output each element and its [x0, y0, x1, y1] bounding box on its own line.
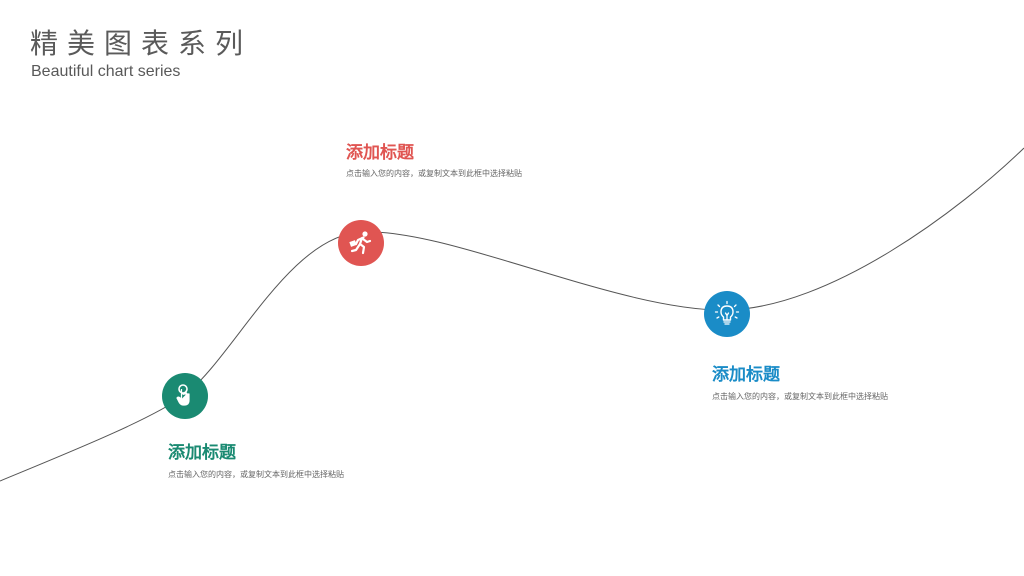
step-3-description: 点击输入您的内容，或复制文本到此框中选择粘贴 [712, 392, 888, 401]
lightbulb-icon [714, 300, 740, 325]
step-3-node [704, 291, 750, 337]
page-subtitle: Beautiful chart series [31, 63, 181, 80]
step-1-heading: 添加标题 [168, 443, 236, 463]
hand-pointer-icon [176, 384, 190, 406]
step-1-node [162, 373, 208, 419]
step-2-description: 点击输入您的内容，或复制文本到此框中选择粘贴 [346, 169, 522, 178]
step-2-heading: 添加标题 [346, 143, 414, 163]
step-3-heading: 添加标题 [712, 365, 780, 385]
step-2-node [338, 220, 384, 266]
step-1-description: 点击输入您的内容，或复制文本到此框中选择粘贴 [168, 470, 344, 479]
running-person-icon [349, 231, 372, 255]
page-title: 精美图表系列 [30, 27, 253, 60]
